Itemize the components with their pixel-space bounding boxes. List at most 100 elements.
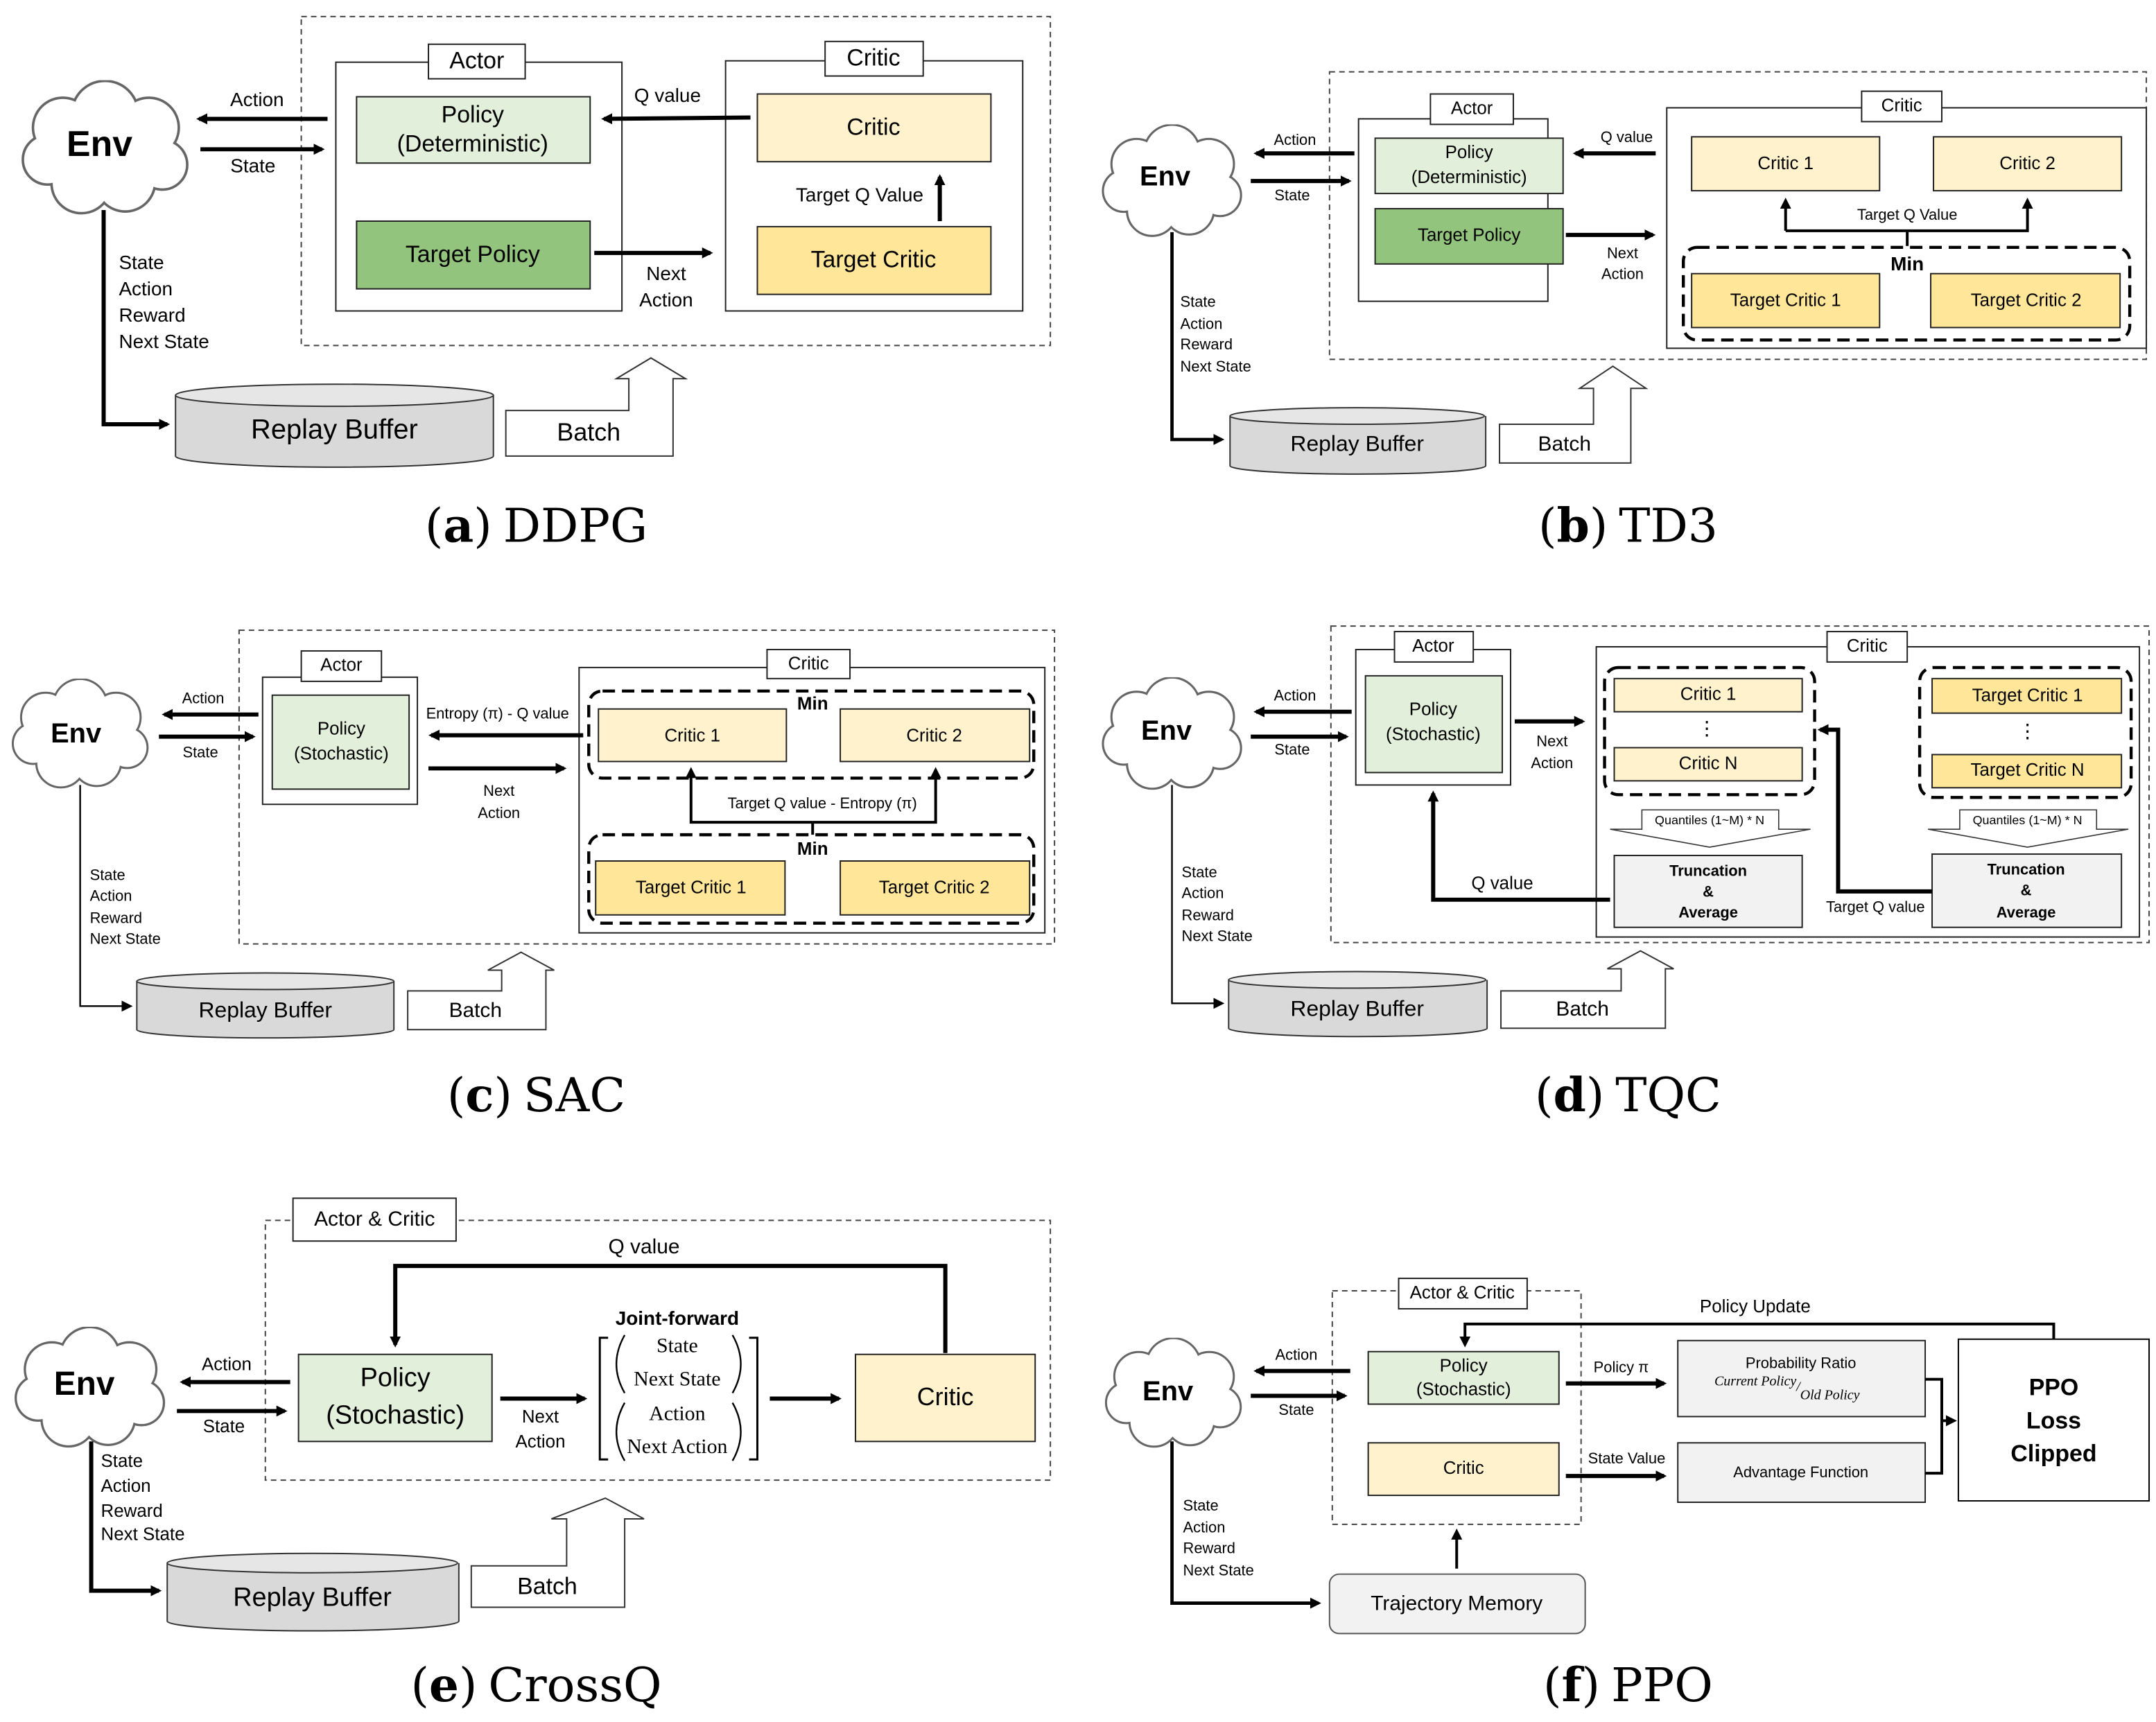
transition-arrow xyxy=(79,785,133,1012)
critic-ensemble-group xyxy=(1603,666,1816,797)
policy-label: (Deterministic) xyxy=(397,130,548,157)
batch-label: Batch xyxy=(1538,433,1591,455)
policy-label: Policy xyxy=(360,1364,431,1393)
critic-1-box xyxy=(1691,136,1881,192)
target-critic-1-box xyxy=(1691,272,1881,329)
critic-label: Critic xyxy=(846,114,900,140)
policy-label: Policy xyxy=(318,719,365,738)
critic-tab xyxy=(824,40,924,77)
q-value-label: Q value xyxy=(1601,128,1653,146)
policy-label: Policy xyxy=(1445,143,1493,162)
env-label: Env xyxy=(51,718,101,749)
replay-buffer-label: Replay Buffer xyxy=(1290,430,1424,455)
target-policy-box xyxy=(356,220,591,290)
target-q-arrow xyxy=(1785,198,2033,232)
caption-ppo: (f)PPO xyxy=(1543,1657,1713,1712)
transition-label: Reward xyxy=(1183,1540,1236,1557)
critic-2-box xyxy=(840,708,1031,763)
batch-label: Batch xyxy=(1556,998,1608,1020)
min-group xyxy=(1681,245,2132,342)
policy-box xyxy=(1364,675,1504,774)
policy-box xyxy=(297,1353,493,1443)
target-critic-1-box xyxy=(595,860,786,916)
action-label: Action xyxy=(202,1355,252,1375)
replay-buffer-cylinder xyxy=(166,1552,460,1632)
panel-sac: Actor Policy (Stochastic) Critic Min Cri… xyxy=(14,629,1056,1122)
quantiles-arrow xyxy=(1610,809,1811,848)
min-group xyxy=(587,833,1036,925)
target-policy-label: Target Policy xyxy=(406,241,540,268)
target-critic-2-label: Target Critic 2 xyxy=(1971,290,2082,310)
policy-label: Policy xyxy=(442,101,504,128)
transition-label: Action xyxy=(119,278,173,299)
left-paren xyxy=(615,1334,626,1394)
target-critic-2-box xyxy=(840,860,1031,916)
batch-arrow xyxy=(1499,365,1649,464)
q-value-arrow xyxy=(1427,790,1610,902)
transition-label: Action xyxy=(1181,315,1223,332)
ellipsis-icon: ⋮ xyxy=(2018,720,2037,742)
critic-1-box xyxy=(598,708,788,763)
transition-label: State xyxy=(90,867,125,884)
critic-tab-label: Critic xyxy=(1881,96,1922,115)
critic-n-box xyxy=(1613,747,1803,782)
trajectory-memory-label: Trajectory Memory xyxy=(1371,1592,1542,1615)
action-label: Action xyxy=(1274,687,1316,704)
transition-label: State xyxy=(101,1452,144,1471)
target-critic-box xyxy=(756,225,992,295)
action-label: Action xyxy=(1276,1346,1318,1363)
actor-critic-tab xyxy=(1398,1278,1528,1310)
state-label: State xyxy=(182,743,218,760)
transition-label: State xyxy=(1181,293,1216,310)
trajectory-memory-box xyxy=(1328,1573,1586,1635)
q-value-label: Q value xyxy=(609,1235,680,1258)
next-action-label: Action xyxy=(515,1432,565,1452)
transition-arrow xyxy=(89,1441,162,1597)
panel-crossq: Actor & Critic Policy (Stochastic) Q val… xyxy=(17,1197,1052,1712)
target-critic-n-label: Target Critic N xyxy=(1971,760,2085,780)
critic-tab-label: Critic xyxy=(1847,636,1888,656)
policy-label: (Stochastic) xyxy=(294,744,389,763)
state-label: State xyxy=(1274,740,1310,758)
state-label: State xyxy=(1278,1401,1314,1418)
next-action-label: Action xyxy=(1601,266,1644,283)
critic-tab-label: Critic xyxy=(846,45,900,71)
transition-label: Action xyxy=(101,1477,151,1496)
transition-arrow xyxy=(1170,1441,1321,1609)
agent-region xyxy=(1330,625,2150,943)
joint-item: State xyxy=(657,1334,698,1357)
truncation-average-box xyxy=(1613,855,1803,928)
env-label: Env xyxy=(1140,162,1190,192)
policy-update-label: Policy Update xyxy=(1700,1297,1811,1316)
ppo-loss-label: PPO xyxy=(2029,1375,2079,1401)
next-action-label: Next xyxy=(1536,732,1567,749)
target-critic-1-box xyxy=(1931,677,2123,714)
panel-ppo: Actor & Critic Policy (Stochastic) Criti… xyxy=(1107,1278,2150,1712)
min-label: Min xyxy=(1890,253,1924,275)
min-label: Min xyxy=(797,695,828,714)
critic-tab xyxy=(1826,631,1909,663)
replay-buffer-cylinder xyxy=(1229,407,1487,475)
target-policy-label: Target Policy xyxy=(1418,226,1520,245)
replay-buffer-cylinder xyxy=(1228,971,1488,1038)
actor-critic-tab-label: Actor & Critic xyxy=(1410,1283,1515,1303)
critic-2-label: Critic 2 xyxy=(1999,154,2055,173)
critic-1-label: Critic 1 xyxy=(1680,685,1737,704)
policy-label: Policy xyxy=(1440,1356,1488,1375)
target-critic-1-label: Target Critic 1 xyxy=(636,878,747,898)
env-label: Env xyxy=(1142,1376,1193,1407)
target-critic-1-label: Target Critic 1 xyxy=(1972,686,2083,706)
target-q-label: Target Q value - Entropy (π) xyxy=(728,794,917,812)
ppo-loss-box xyxy=(1957,1338,2150,1502)
critic-box xyxy=(1367,1442,1560,1497)
critic-tab xyxy=(766,648,851,679)
caption-ddpg: (a)DDPG xyxy=(425,497,647,553)
replay-buffer-label: Replay Buffer xyxy=(233,1583,392,1612)
target-critic-2-label: Target Critic 2 xyxy=(879,878,990,898)
next-action-label: Action xyxy=(1531,754,1573,772)
actor-tab-label: Actor xyxy=(1451,98,1493,118)
action-label: Action xyxy=(230,89,284,110)
batch-label: Batch xyxy=(449,999,502,1022)
policy-box xyxy=(271,694,410,790)
